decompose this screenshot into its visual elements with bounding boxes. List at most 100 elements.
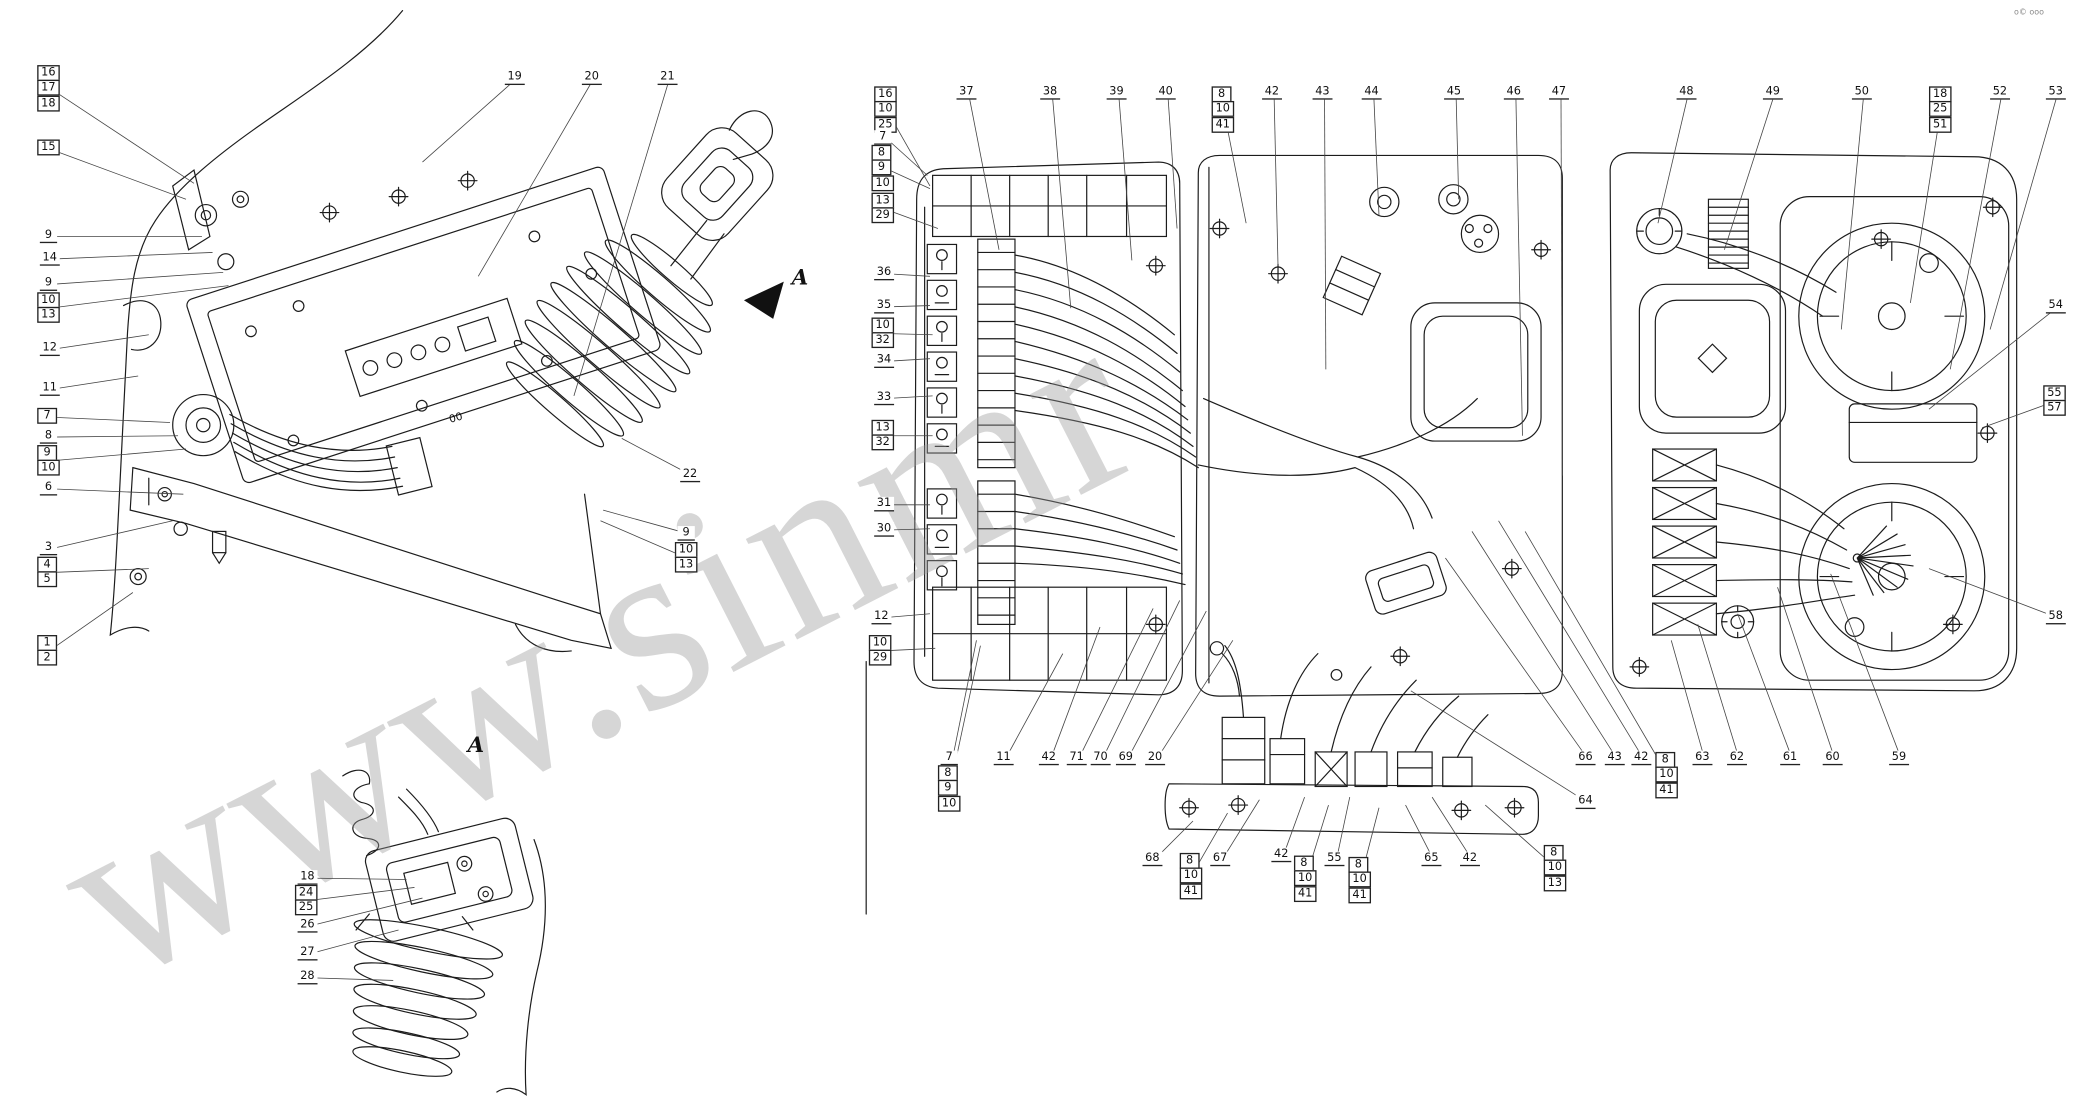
callout: 12 <box>871 609 892 625</box>
callout: 42 <box>1262 85 1282 100</box>
callout-number: 43 <box>1604 750 1625 766</box>
view-label-text: A <box>791 264 809 290</box>
callout: 44 <box>1361 85 1382 100</box>
callout: 65 <box>1421 851 1442 867</box>
callout-number: 10 <box>674 542 698 559</box>
harness-right <box>1715 464 1856 615</box>
bellows-boot <box>505 233 713 448</box>
leader-line <box>1949 92 2003 370</box>
callout-number: 68 <box>1142 851 1163 867</box>
leader-line <box>1156 640 1234 759</box>
callout-number: 13 <box>37 307 60 324</box>
callout: 45 <box>1444 85 1464 100</box>
bottom-bracket-assembly <box>1164 641 1540 835</box>
callout-number: 49 <box>1762 85 1783 100</box>
callout: 31 <box>874 496 894 512</box>
leader-line <box>1221 799 1260 860</box>
callout: 8 <box>39 429 58 444</box>
leader-line <box>51 375 139 390</box>
leader-line <box>886 395 933 399</box>
harness-lower <box>1014 493 1186 586</box>
callout-number: 18 <box>37 95 60 112</box>
callout-number: 39 <box>1106 85 1127 100</box>
callout-number: 8 <box>1543 845 1564 862</box>
callout: 58 <box>2045 609 2066 625</box>
callout: 7 <box>940 750 958 766</box>
leader-line <box>968 92 1000 250</box>
leader-line <box>573 78 670 397</box>
callout-number: 41 <box>1211 116 1234 133</box>
callout-number: 41 <box>1293 885 1317 902</box>
callout-number: 42 <box>1271 847 1292 863</box>
callout: 68 <box>1142 851 1163 867</box>
leader-line <box>1928 568 2058 619</box>
detail-body <box>364 817 534 942</box>
leader-line <box>1273 92 1279 266</box>
callout-number: 20 <box>1145 750 1165 766</box>
leader-line <box>1830 573 1902 759</box>
callout-number: 10 <box>868 635 892 652</box>
callout: 11 <box>993 750 1014 766</box>
wire-strand-burst <box>1856 525 1914 596</box>
callout-number: 70 <box>1090 750 1111 766</box>
callout-number: 9 <box>39 276 58 291</box>
leader-line <box>51 252 213 260</box>
corner-stamp: o© ooo <box>2014 7 2045 18</box>
control-panel-middle-section <box>1195 154 1563 697</box>
leader-line <box>1282 796 1305 856</box>
callout-number: 12 <box>871 609 892 625</box>
leader-line <box>1410 690 1588 803</box>
callout-number: 42 <box>1038 750 1059 766</box>
leader-line <box>309 877 407 880</box>
leader-line <box>422 78 518 163</box>
callout: 35 <box>874 298 894 314</box>
callout: 46 <box>1503 85 1524 100</box>
callout-number: 32 <box>871 332 894 349</box>
callout-number: 8 <box>1179 853 1200 870</box>
leader-line <box>48 592 134 652</box>
detail-bellows <box>352 919 504 1077</box>
callout-number: 65 <box>1421 851 1442 867</box>
leader-line <box>1515 92 1523 436</box>
callout-number: 42 <box>1631 750 1652 766</box>
callout: 22 <box>680 467 700 483</box>
callout-number: 10 <box>37 460 60 477</box>
callout-number: 57 <box>2043 400 2066 417</box>
leader-line <box>1560 92 1563 476</box>
leader-line <box>51 271 224 285</box>
callout-number: 15 <box>37 139 60 156</box>
callout: 18 <box>297 870 318 885</box>
callout: 20 <box>581 70 602 86</box>
callout-number: 46 <box>1503 85 1524 100</box>
leader-line <box>49 416 171 423</box>
callout: 30 <box>874 522 894 537</box>
callout: 34 <box>874 353 894 368</box>
leader-line <box>1724 92 1776 250</box>
callout: 47 <box>1549 85 1569 100</box>
leader-line <box>1050 626 1101 759</box>
leader-line <box>1909 108 1942 303</box>
callout: 12 <box>39 341 60 357</box>
leader-line <box>600 520 687 559</box>
base-bracket <box>129 466 612 650</box>
callout: 64 <box>1575 794 1596 810</box>
callout-number: 34 <box>874 353 894 368</box>
leader-line <box>309 977 394 981</box>
callout-number: 61 <box>1780 750 1800 766</box>
callout: 27 <box>297 945 318 961</box>
handle-knob <box>661 127 774 242</box>
callout-number: 17 <box>37 80 60 97</box>
callout-number: 10 <box>1543 860 1567 877</box>
leader-lines <box>48 78 2059 981</box>
callout: 39 <box>1106 85 1127 100</box>
leader-line <box>1670 640 1705 759</box>
